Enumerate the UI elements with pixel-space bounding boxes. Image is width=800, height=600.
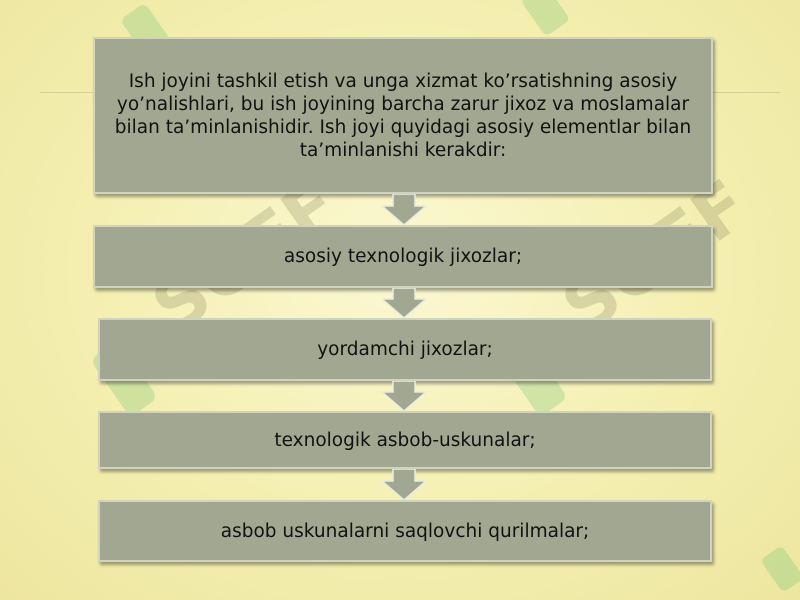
down-arrow-icon	[382, 381, 426, 411]
down-arrow-icon	[382, 469, 426, 500]
step-label-3: texnologik asbob-uskunalar;	[274, 429, 536, 451]
step-box-3: texnologik asbob-uskunalar;	[98, 411, 712, 469]
step-label-2: yordamchi jixozlar;	[317, 339, 493, 360]
down-arrow-icon	[382, 194, 426, 225]
step-box-1: asosiy texnologik jixozlar;	[93, 225, 713, 288]
step-label-4: asbob uskunalarni saqlovchi qurilmalar;	[220, 520, 590, 542]
main-description-text: Ish joyini tashkil etish va unga xizmat …	[114, 70, 692, 161]
main-description-box: Ish joyini tashkil etish va unga xizmat …	[93, 37, 713, 194]
down-arrow-icon	[382, 288, 426, 318]
step-box-4: asbob uskunalarni saqlovchi qurilmalar;	[98, 500, 712, 562]
step-box-2: yordamchi jixozlar;	[98, 318, 712, 381]
step-label-1: asosiy texnologik jixozlar;	[283, 246, 523, 267]
